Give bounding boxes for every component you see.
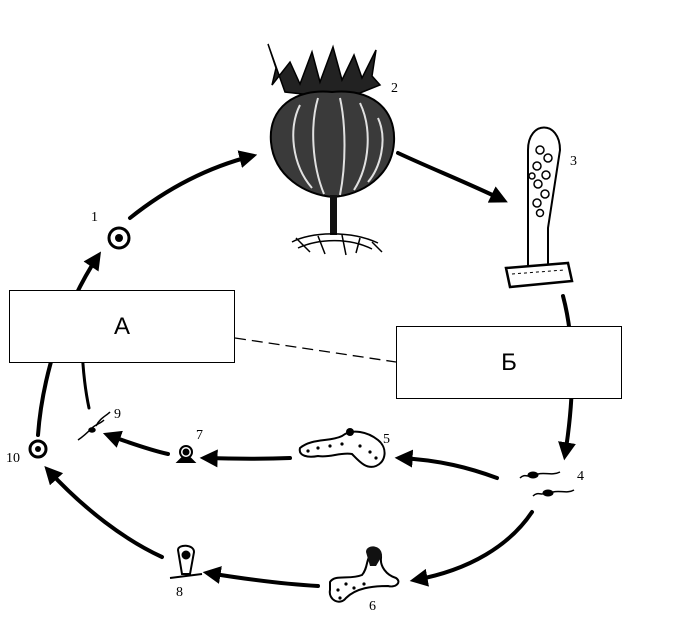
- stage-9-flagellated-cells: [77, 411, 111, 441]
- stage-6-plasmodium: [328, 546, 400, 603]
- stage-number-4: 4: [577, 469, 584, 484]
- label-box-a[interactable]: А: [9, 290, 235, 363]
- stage-number-5: 5: [383, 432, 390, 447]
- dashed-connector: [234, 337, 397, 363]
- stage-8-cell: [169, 544, 203, 579]
- stage-number-6: 6: [369, 599, 376, 614]
- cycle-arrows: [36, 150, 576, 588]
- arrow-4-to-6: [409, 510, 534, 587]
- stage-number-9: 9: [114, 407, 121, 422]
- stage-4-swarm-cells: [519, 471, 575, 497]
- arrow-1-to-2: [128, 150, 258, 220]
- stage-3-sporangium: [504, 126, 574, 289]
- label-box-a-text: А: [113, 312, 130, 340]
- stage-2-fruiting-body: [267, 43, 396, 256]
- label-box-b[interactable]: Б: [396, 326, 622, 399]
- stage-number-10: 10: [6, 451, 20, 466]
- stage-number-8: 8: [176, 585, 183, 600]
- arrow-5-to-7: [199, 449, 292, 468]
- stage-10-cell: [28, 439, 48, 459]
- stage-7-cell: [175, 445, 197, 463]
- arrow-8-to-10: [44, 466, 164, 559]
- arrow-6-to-8: [202, 566, 320, 588]
- stage-number-1: 1: [91, 210, 98, 225]
- stage-number-2: 2: [391, 81, 398, 96]
- arrow-4-to-5: [394, 449, 499, 480]
- stage-number-3: 3: [570, 154, 577, 169]
- arrow-2-to-3: [396, 151, 508, 203]
- arrow-7-to-9: [102, 430, 170, 456]
- stage-number-7: 7: [196, 428, 203, 443]
- label-box-b-text: Б: [501, 348, 517, 376]
- stage-1-zygote: [107, 226, 131, 250]
- stage-5-amoeboid-cell: [298, 428, 386, 468]
